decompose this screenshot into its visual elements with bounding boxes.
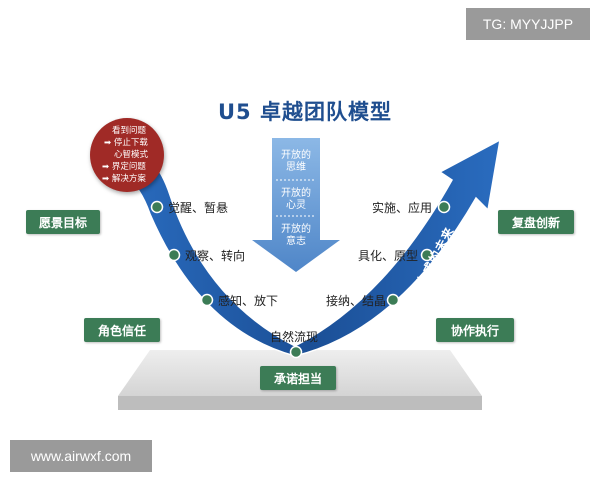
open-will-text: 开放的 意志 [281,224,311,247]
right-stage-node-2 [420,248,434,262]
left-stage-label-2: 观察、转向 [185,249,246,263]
platform-front [118,396,482,410]
right-stage-node-1 [437,200,451,214]
open-mind-text: 开放的 思维 [281,150,311,173]
open-heart-text: 开放的 心灵 [281,188,311,211]
circle-line-4: ➡ 界定问题 [102,162,146,172]
right-stage-label-1: 实施、应用 [372,201,433,215]
collab-execute-badge: 协作执行 [436,318,514,342]
commitment-badge: 承诺担当 [260,366,336,390]
left-stage-node-2 [167,248,181,262]
circle-line-3: 心智模式 [114,150,149,160]
review-innovate-badge: 复盘创新 [498,210,574,234]
down-arrow [252,138,340,272]
role-trust-badge: 角色信任 [84,318,160,342]
u-curve-band [119,138,501,357]
right-stage-node-3 [386,293,400,307]
circle-line-5: ➡ 解决方案 [102,174,146,184]
watermark-bottom: www.airwxf.com [10,440,152,472]
diagram-title: U5 卓越团队模型 [218,100,392,124]
bottom-stage-label: 自然流现 [270,330,319,344]
problem-solving-circle [90,118,164,192]
left-stage-node-3 [200,293,214,307]
circle-line-2: ➡ 停止下载 [104,138,148,148]
right-stage-label-2: 具化、原型 [358,249,419,263]
left-stage-node-1 [150,200,164,214]
vision-goals-badge: 愿景目标 [26,210,100,234]
bottom-stage-node [289,345,303,359]
left-stage-label-3: 感知、放下 [218,294,279,308]
circle-line-1: 看到问题 [112,126,147,136]
watermark-top: TG: MYYJJPP [466,8,590,40]
right-stage-label-3: 接纳、结晶 [326,294,387,308]
left-stage-label-1: 觉醒、暂悬 [168,201,229,215]
